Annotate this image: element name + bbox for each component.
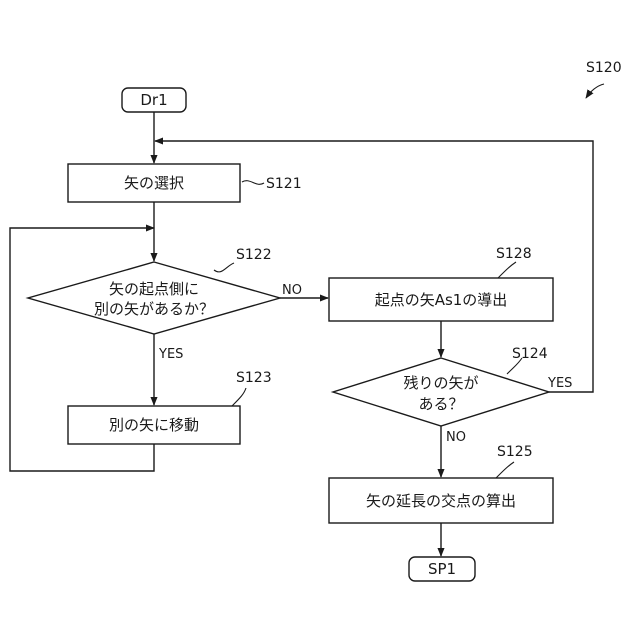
s122-step-id: S122	[236, 247, 272, 263]
s122-label-line2: 別の矢があるか？	[94, 300, 214, 318]
s122-no-label: NO	[282, 283, 302, 298]
start-terminal-label: Dr1	[140, 91, 167, 109]
s125-step-id: S125	[497, 444, 533, 460]
s123-leader	[232, 388, 246, 406]
s124-no-label: NO	[446, 430, 466, 445]
s125-leader	[496, 462, 514, 478]
s122-decision-diamond	[28, 262, 280, 334]
end-terminal-label: SP1	[428, 560, 456, 578]
s122-yes-label: YES	[158, 347, 183, 362]
s122-label-line1: 矢の起点側に	[109, 280, 199, 298]
figure-ref-label: S120	[586, 60, 622, 76]
s128-step-id: S128	[496, 246, 532, 262]
s124-step-id: S124	[512, 346, 548, 362]
s122-leader	[214, 263, 234, 272]
s124-label-line2: ある？	[418, 395, 463, 413]
s123-step-id: S123	[236, 370, 272, 386]
figure-ref-arrow	[586, 84, 604, 98]
s128-leader	[498, 262, 516, 278]
s124-label-line1: 残りの矢が	[403, 374, 478, 392]
s128-label: 起点の矢As1の導出	[375, 291, 508, 309]
s124-decision-diamond	[333, 358, 549, 426]
s124-yes-label: YES	[547, 376, 572, 391]
s121-leader	[242, 181, 264, 185]
s123-label: 別の矢に移動	[109, 416, 199, 434]
s121-label: 矢の選択	[124, 174, 184, 192]
s121-step-id: S121	[266, 176, 302, 192]
s125-label: 矢の延長の交点の算出	[366, 492, 516, 510]
